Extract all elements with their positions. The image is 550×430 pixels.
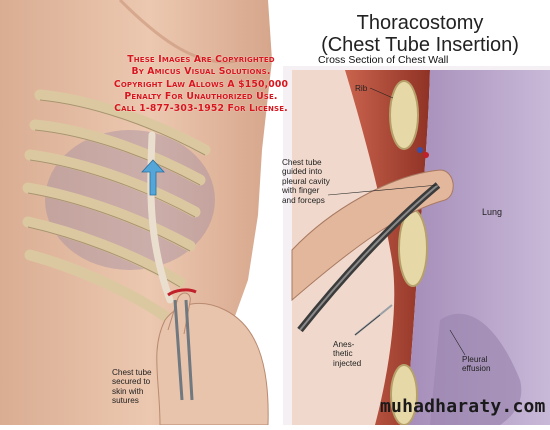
torso-view (0, 0, 272, 426)
copyright-notice: These Images Are Copyrighted By Amicus V… (78, 54, 324, 115)
copyright-line-2: By Amicus Visual Solutions. (131, 66, 271, 78)
chest-wall-muscle (345, 70, 430, 425)
label-rib: Rib (355, 84, 368, 93)
incision (167, 288, 197, 297)
ribs (22, 89, 211, 322)
copyright-line-1: These Images Are Copyrighted (127, 54, 275, 65)
subtitle: Cross Section of Chest Wall (318, 54, 449, 66)
label-chest-tube-secured: Chest tube secured to skin with sutures (112, 368, 152, 406)
label-lung: Lung (482, 207, 503, 217)
title-line-2: (Chest Tube Insertion) (321, 34, 519, 56)
cross-section-panel (283, 66, 550, 426)
hand (156, 302, 269, 426)
pleural-effusion-area (430, 313, 522, 425)
rib-section-middle (398, 209, 428, 287)
label-pleural-effusion: Pleural effusion (462, 355, 491, 374)
label-chest-tube-guided: Chest tube guided into pleural cavity wi… (282, 158, 330, 205)
watermark: muhadharaty.com (380, 396, 546, 417)
forceps (173, 299, 194, 401)
rib-section-top (389, 80, 419, 150)
copyright-line-4: Penalty For Unauthorized Use. (124, 90, 278, 102)
copyright-line-5: Call 1-877-303-1952 For License. (114, 103, 288, 115)
copyright-line-3: Copyright Law Allows A $150,000 (113, 78, 289, 90)
arrow-up-icon (141, 159, 165, 196)
chest-tube-internal (147, 131, 174, 304)
label-anesthetic: Anes- thetic injected (333, 340, 362, 368)
title-line-1: Thoracostomy (356, 12, 484, 34)
